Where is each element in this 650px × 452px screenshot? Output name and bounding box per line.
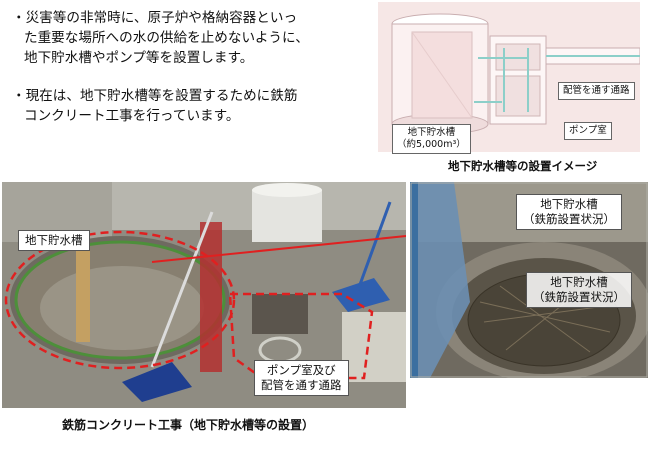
inner-label-rebar: 地下貯水槽 （鉄筋設置状況） bbox=[526, 272, 632, 308]
diagram-caption: 地下貯水槽等の設置イメージ bbox=[448, 159, 598, 173]
inner-label-line2: （鉄筋設置状況） bbox=[533, 290, 625, 304]
description-text: ・災害等の非常時に、原子炉や格納容器といっ た重要な場所への水の供給を止めないよ… bbox=[12, 8, 372, 144]
callout-pump-room: ポンプ室及び 配管を通す通路 bbox=[254, 360, 349, 396]
label-pump-room: ポンプ室 bbox=[564, 122, 612, 140]
bullet-line: コンクリート工事を行っています。 bbox=[24, 108, 240, 124]
label-tank: 地下貯水槽 （約5,000m³） bbox=[392, 124, 471, 154]
inner-label-line1: 地下貯水槽 bbox=[550, 275, 608, 289]
tank-cutaway-diagram: 配管を通す通路 ポンプ室 地下貯水槽 （約5,000m³） bbox=[378, 2, 640, 154]
bullet-purpose: ・災害等の非常時に、原子炉や格納容器といっ た重要な場所への水の供給を止めないよ… bbox=[12, 8, 372, 68]
callout-pump-room-line1: ポンプ室及び bbox=[266, 363, 336, 377]
bullet-line: ・現在は、地下貯水槽等を設置するために鉄筋 bbox=[12, 88, 298, 104]
label-tank-name: 地下貯水槽 bbox=[407, 127, 456, 138]
label-piping-passage: 配管を通す通路 bbox=[558, 82, 635, 100]
callout-rebar-line2: （鉄筋設置状況） bbox=[523, 212, 615, 226]
rebar-installation-photo: 地下貯水槽 （鉄筋設置状況） 地下貯水槽 （鉄筋設置状況） bbox=[410, 182, 648, 378]
bullet-line: た重要な場所への水の供給を止めないように、 bbox=[24, 30, 309, 46]
bullet-status: ・現在は、地下貯水槽等を設置するために鉄筋 コンクリート工事を行っています。 bbox=[12, 86, 372, 126]
construction-site-image bbox=[2, 182, 406, 408]
callout-pump-room-line2: 配管を通す通路 bbox=[261, 378, 342, 392]
callout-rebar-line1: 地下貯水槽 bbox=[540, 197, 598, 211]
construction-site-photo: 地下貯水槽 ポンプ室及び 配管を通す通路 bbox=[2, 182, 406, 408]
bullet-line: 地下貯水槽やポンプ等を設置します。 bbox=[24, 50, 254, 66]
bullet-line: ・災害等の非常時に、原子炉や格納容器といっ bbox=[12, 10, 298, 26]
callout-rebar-status: 地下貯水槽 （鉄筋設置状況） bbox=[516, 194, 622, 230]
label-tank-capacity: （約5,000m³） bbox=[397, 139, 466, 150]
main-photo-caption: 鉄筋コンクリート工事（地下貯水槽等の設置） bbox=[62, 418, 315, 432]
callout-underground-tank: 地下貯水槽 bbox=[18, 230, 90, 251]
cutaway-illustration bbox=[378, 2, 640, 152]
